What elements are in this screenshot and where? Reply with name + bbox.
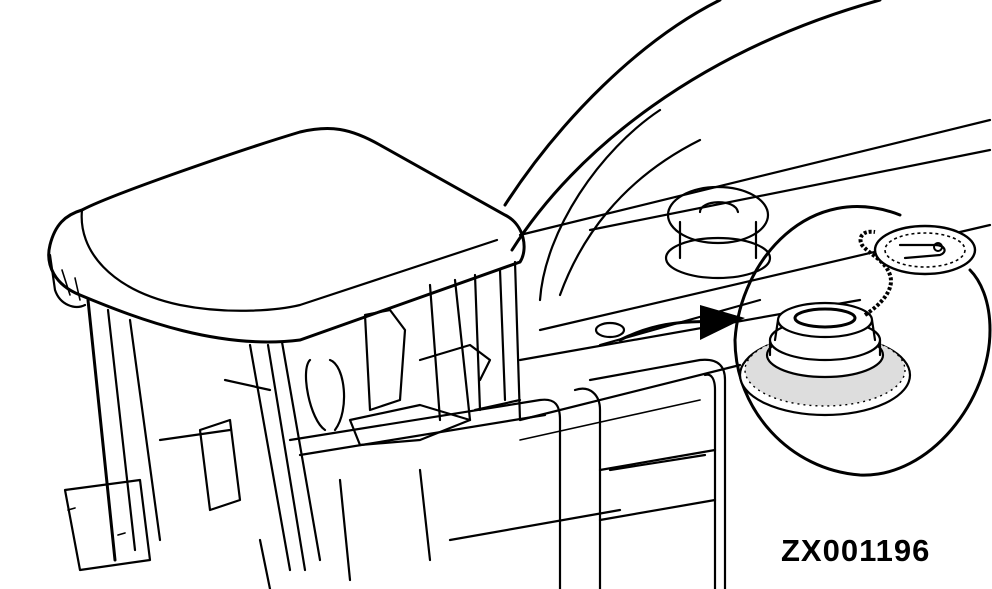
cab-interior — [158, 308, 492, 512]
figure-id-label: ZX001196 — [781, 533, 931, 568]
cab-roof — [47, 127, 526, 344]
filler-neck-detail — [738, 301, 912, 417]
lower-body — [63, 478, 272, 589]
fuel-filler-neck — [594, 185, 772, 339]
cab-frame — [86, 260, 522, 572]
handrail — [288, 358, 727, 589]
boom-outline — [503, 0, 882, 302]
callout-arrow-icon — [618, 305, 745, 342]
detail-callout-circle — [733, 205, 992, 477]
fuel-cap-detail — [873, 224, 977, 276]
